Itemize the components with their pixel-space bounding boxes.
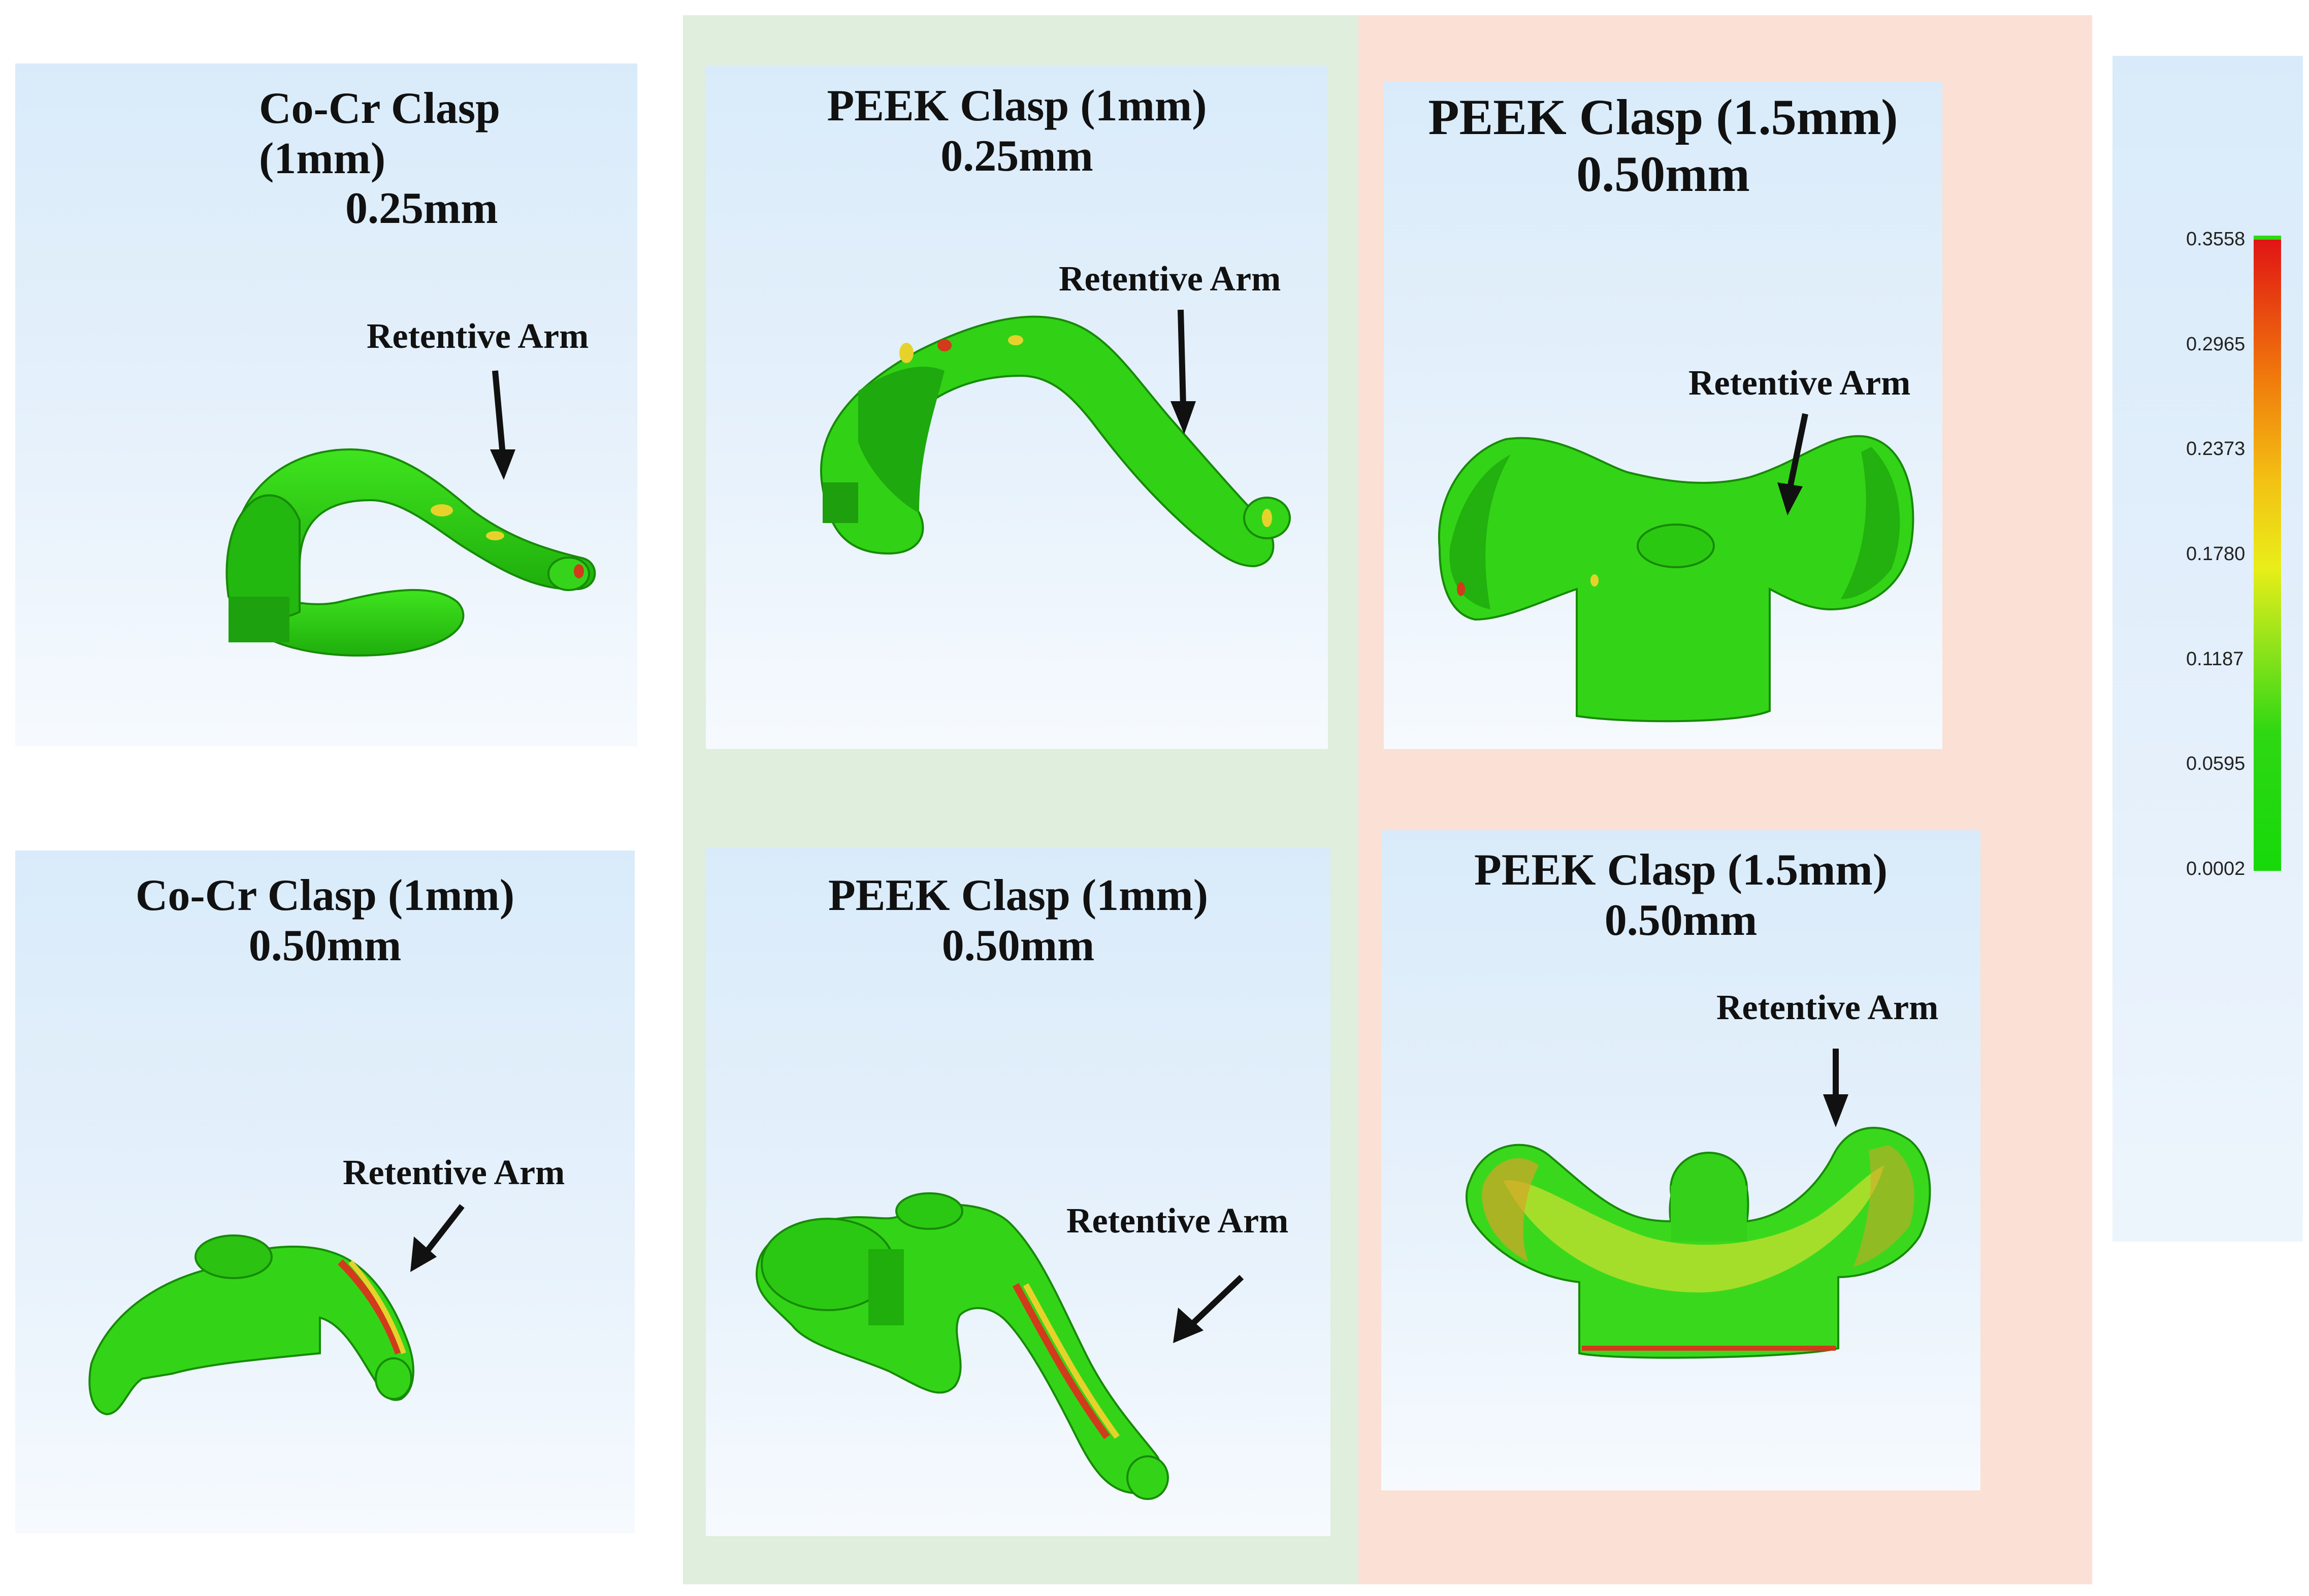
panel-title-material: PEEK Clasp (1.5mm)	[1428, 89, 1898, 145]
retentive-arm-label: Retentive Arm	[367, 317, 589, 356]
peek-curve-clasp-shape	[755, 1192, 1244, 1500]
panel-title-material: PEEK Clasp (1.5mm)	[1474, 845, 1888, 895]
panel-cocr-025: Co-Cr Clasp (1mm) 0.25mm Retentive Arm	[15, 63, 637, 746]
panel-peek1-050: PEEK Clasp (1mm) 0.50mm Retentive Arm	[706, 848, 1330, 1536]
panel-title: Co-Cr Clasp (1mm) 0.25mm	[15, 84, 637, 234]
cocr-front-clasp-shape	[88, 1204, 465, 1416]
retentive-arm-label: Retentive Arm	[343, 1153, 565, 1192]
cocr-arch-clasp-shape	[225, 370, 596, 657]
panel-title-thickness: 0.25mm	[940, 131, 1093, 181]
panel-title: PEEK Clasp (1mm) 0.25mm	[706, 81, 1328, 181]
panel-peek15-top: PEEK Clasp (1.5mm) 0.50mm Retentive Arm	[1384, 81, 1942, 749]
panel-title-thickness: 0.50mm	[941, 921, 1095, 970]
panel-title: PEEK Clasp (1mm) 0.50mm	[706, 871, 1330, 971]
panel-peek15-bottom: PEEK Clasp (1.5mm) 0.50mm Retentive Arm	[1381, 830, 1980, 1490]
retentive-arm-arrow	[1787, 413, 1808, 488]
color-scale-tick-label: 0.2373	[2186, 438, 2246, 460]
panel-title-thickness: 0.50mm	[1576, 146, 1750, 202]
panel-title-material: Co-Cr Clasp (1mm)	[259, 84, 501, 183]
peek-hook-clasp-shape	[820, 309, 1291, 568]
color-scale-tick-label: 0.2965	[2186, 334, 2246, 355]
retentive-arm-label: Retentive Arm	[1059, 259, 1281, 299]
peek-t-clasp-shape	[1438, 413, 1914, 723]
color-scale-panel: 0.3558 0.2965 0.2373 0.1780 0.1187 0.059…	[2112, 56, 2303, 1242]
panel-title: PEEK Clasp (1.5mm) 0.50mm	[1384, 89, 1942, 203]
panel-title-thickness: 0.50mm	[248, 921, 402, 970]
retentive-arm-label: Retentive Arm	[1066, 1201, 1289, 1241]
panel-peek1-025: PEEK Clasp (1mm) 0.25mm Retentive Arm	[706, 66, 1328, 749]
color-scale-bar	[2254, 239, 2281, 871]
panel-title-thickness: 0.50mm	[1604, 895, 1758, 945]
panel-cocr-050: Co-Cr Clasp (1mm) 0.50mm Retentive Arm	[15, 851, 635, 1534]
retentive-arm-arrow	[1178, 309, 1186, 407]
color-scale-tick-label: 0.1780	[2186, 543, 2246, 565]
retentive-arm-label: Retentive Arm	[1688, 364, 1911, 403]
retentive-arm-arrow	[1188, 1275, 1244, 1328]
color-scale-tick-label: 0.3558	[2186, 229, 2246, 250]
panel-title-material: PEEK Clasp (1mm)	[827, 81, 1207, 131]
color-scale-tick-label: 0.0002	[2186, 858, 2246, 880]
color-scale-tick-label: 0.1187	[2186, 648, 2244, 670]
color-scale-tick-label: 0.0595	[2186, 753, 2246, 774]
panel-title-thickness: 0.25mm	[345, 184, 498, 234]
retentive-arm-arrow	[424, 1204, 465, 1254]
retentive-arm-label: Retentive Arm	[1716, 988, 1939, 1027]
panel-title: Co-Cr Clasp (1mm) 0.50mm	[15, 871, 635, 971]
retentive-arm-arrow	[492, 370, 506, 455]
panel-title-material: PEEK Clasp (1mm)	[828, 871, 1208, 920]
peek-cup-clasp-shape	[1466, 1049, 1931, 1359]
panel-title: PEEK Clasp (1.5mm) 0.50mm	[1381, 845, 1980, 946]
panel-title-material: Co-Cr Clasp (1mm)	[135, 871, 515, 920]
